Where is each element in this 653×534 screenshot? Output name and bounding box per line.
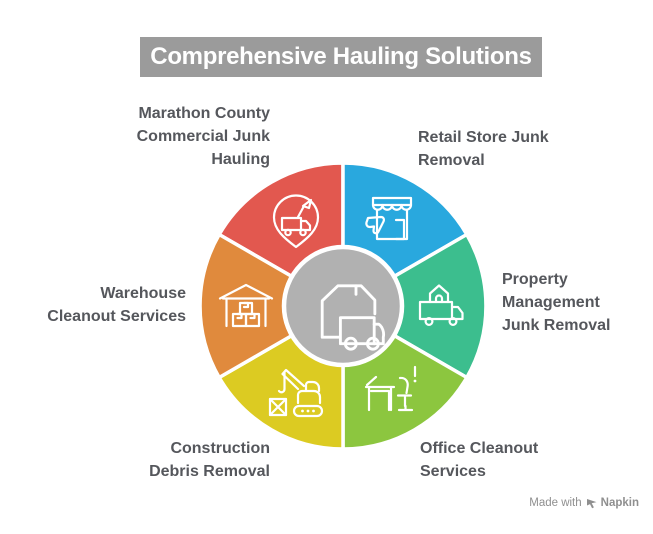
location-pin-truck-icon: [272, 194, 320, 249]
label-line: Hauling: [211, 151, 270, 168]
box-and-delivery-truck-icon: [320, 284, 386, 351]
label-line: Retail Store Junk: [418, 129, 549, 146]
title-banner: Comprehensive Hauling Solutions: [137, 34, 545, 80]
napkin-logo-icon: [586, 499, 597, 509]
label-line: Services: [420, 463, 486, 480]
label-line: Cleanout Services: [47, 308, 186, 325]
label-warehouse-cleanout-services: Warehouse Cleanout Services: [26, 282, 186, 328]
label-office-cleanout-services: Office Cleanout Services: [420, 437, 590, 483]
label-line: Junk Removal: [502, 317, 611, 334]
label-line: Property: [502, 271, 568, 288]
label-line: Office Cleanout: [420, 440, 539, 457]
label-line: Removal: [418, 152, 485, 169]
made-with-napkin-watermark: Made with Napkin: [529, 497, 639, 509]
warehouse-boxes-icon: [218, 283, 274, 328]
label-line: Marathon County: [138, 105, 270, 122]
page-title: Comprehensive Hauling Solutions: [150, 43, 532, 70]
center-hub-circle: [281, 244, 405, 368]
watermark-brand: Napkin: [600, 497, 639, 509]
label-line: Debris Removal: [149, 463, 270, 480]
label-construction-debris-removal: Construction Debris Removal: [110, 437, 270, 483]
segment-warehouse-cleanout: [198, 232, 345, 380]
label-marathon-county-commercial-junk-hauling: Marathon County Commercial Junk Hauling: [78, 102, 270, 171]
label-line: Warehouse: [100, 285, 186, 302]
label-line: Construction: [170, 440, 270, 457]
segment-property-management: [341, 232, 488, 380]
desk-chair-icon: [364, 365, 417, 412]
storefront-thumbs-down-icon: [365, 196, 413, 241]
label-retail-store-junk-removal: Retail Store Junk Removal: [418, 126, 598, 172]
label-line: Management: [502, 294, 600, 311]
house-truck-icon: [418, 284, 464, 326]
excavator-crate-icon: [268, 368, 324, 418]
label-property-management-junk-removal: Property Management Junk Removal: [502, 268, 652, 337]
label-line: Commercial Junk: [136, 128, 270, 145]
watermark-prefix: Made with: [529, 497, 582, 509]
